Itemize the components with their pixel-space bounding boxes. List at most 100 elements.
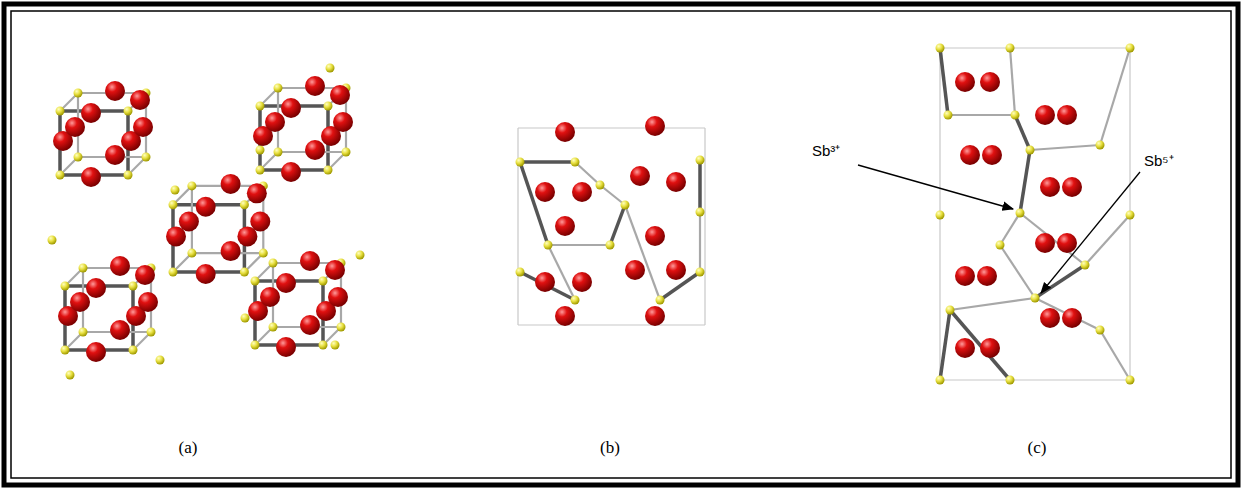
bond-line: [1085, 215, 1130, 265]
antimony-atom: [1081, 261, 1090, 270]
antimony-atom: [319, 341, 328, 350]
antimony-atom: [251, 341, 260, 350]
bond-line: [625, 205, 660, 300]
bond-line: [698, 160, 702, 212]
oxygen-atom: [281, 162, 301, 182]
antimony-atom: [516, 268, 525, 277]
oxygen-atom: [300, 315, 320, 335]
oxygen-atom: [955, 266, 975, 286]
oxygen-atom: [325, 260, 345, 280]
antimony-atom: [936, 211, 945, 220]
antimony-atom: [61, 282, 70, 291]
bond-line: [699, 212, 701, 272]
antimony-atom: [1126, 211, 1135, 220]
bond-line: [1035, 298, 1100, 330]
oxygen-atom: [977, 266, 997, 286]
panel-caption: (b): [600, 438, 620, 458]
bond-line: [940, 47, 1130, 48]
oxygen-atom: [138, 292, 158, 312]
oxygen-atom: [555, 122, 575, 142]
antimony-atom: [1126, 44, 1135, 53]
oxygen-atom: [105, 145, 125, 165]
antimony-atom: [319, 277, 328, 286]
antimony-atom: [696, 156, 705, 165]
antimony-atom: [696, 208, 705, 217]
antimony-atom: [656, 296, 665, 305]
antimony-atom: [187, 249, 196, 258]
bond-line: [548, 245, 575, 300]
antimony-atom: [996, 241, 1005, 250]
antimony-atom: [129, 346, 138, 355]
bond-line: [1010, 48, 1015, 115]
oxygen-atom: [645, 116, 665, 136]
oxygen-atom: [630, 166, 650, 186]
antimony-atom: [251, 277, 260, 286]
bond-line: [518, 127, 705, 128]
oxygen-atom: [196, 264, 216, 284]
oxygen-atom: [328, 287, 348, 307]
bond-line: [520, 162, 548, 245]
antimony-atom: [324, 102, 333, 111]
inner-frame: [11, 11, 1231, 478]
oxygen-atom: [276, 273, 296, 293]
bond-line: [948, 114, 1015, 116]
bond-line: [1030, 145, 1100, 150]
bond-line: [704, 128, 705, 325]
oxygen-atom: [535, 272, 555, 292]
antimony-atom: [326, 64, 335, 73]
panel-caption: (a): [179, 438, 198, 458]
panel-caption: (c): [1028, 438, 1047, 458]
oxygen-atom: [86, 278, 106, 298]
oxygen-atom: [196, 197, 216, 217]
antimony-atom: [79, 328, 88, 337]
oxygen-atom: [110, 256, 130, 276]
oxygen-atom: [535, 182, 555, 202]
leader-arrow: [1041, 172, 1140, 293]
bond-line: [940, 379, 1130, 380]
bond-line: [950, 310, 1010, 380]
bond-line: [1100, 48, 1130, 145]
bond-line: [520, 160, 575, 164]
oxygen-atom: [555, 306, 575, 326]
oxygen-atom: [666, 260, 686, 280]
bond-line: [1020, 213, 1085, 265]
oxygen-atom: [133, 117, 153, 137]
bond-line: [940, 310, 950, 380]
bond-line: [520, 272, 575, 300]
antimony-atom: [1096, 141, 1105, 150]
antimony-atom: [269, 323, 278, 332]
antimony-atom: [571, 158, 580, 167]
oxygen-atom: [65, 117, 85, 137]
antimony-atom: [74, 153, 83, 162]
oxygen-atom: [645, 226, 665, 246]
oxygen-atom: [221, 241, 241, 261]
bond-line: [575, 162, 600, 185]
antimony-atom: [516, 158, 525, 167]
oxygen-atom: [980, 338, 1000, 358]
oxygen-atom: [666, 172, 686, 192]
oxygen-atom: [305, 140, 325, 160]
oxygen-atom: [105, 81, 125, 101]
antimony-atom: [147, 328, 156, 337]
antimony-atom: [621, 201, 630, 210]
antimony-atom: [169, 268, 178, 277]
oxygen-atom: [86, 342, 106, 362]
oxygen-atom: [281, 98, 301, 118]
antimony-atom: [241, 314, 250, 323]
antimony-atom: [331, 341, 340, 350]
oxygen-atom: [1062, 177, 1082, 197]
antimony-atom: [256, 166, 265, 175]
antimony-atom: [544, 241, 553, 250]
antimony-atom: [596, 181, 605, 190]
antimony-atom: [1016, 209, 1025, 218]
antimony-atom: [1011, 111, 1020, 120]
antimony-atom: [56, 171, 65, 180]
ion-label: Sb³⁺: [812, 140, 840, 160]
oxygen-atom: [572, 182, 592, 202]
antimony-atom: [274, 148, 283, 157]
oxygen-atom: [1057, 105, 1077, 125]
bond-line: [610, 205, 625, 245]
oxygen-atom: [81, 103, 101, 123]
